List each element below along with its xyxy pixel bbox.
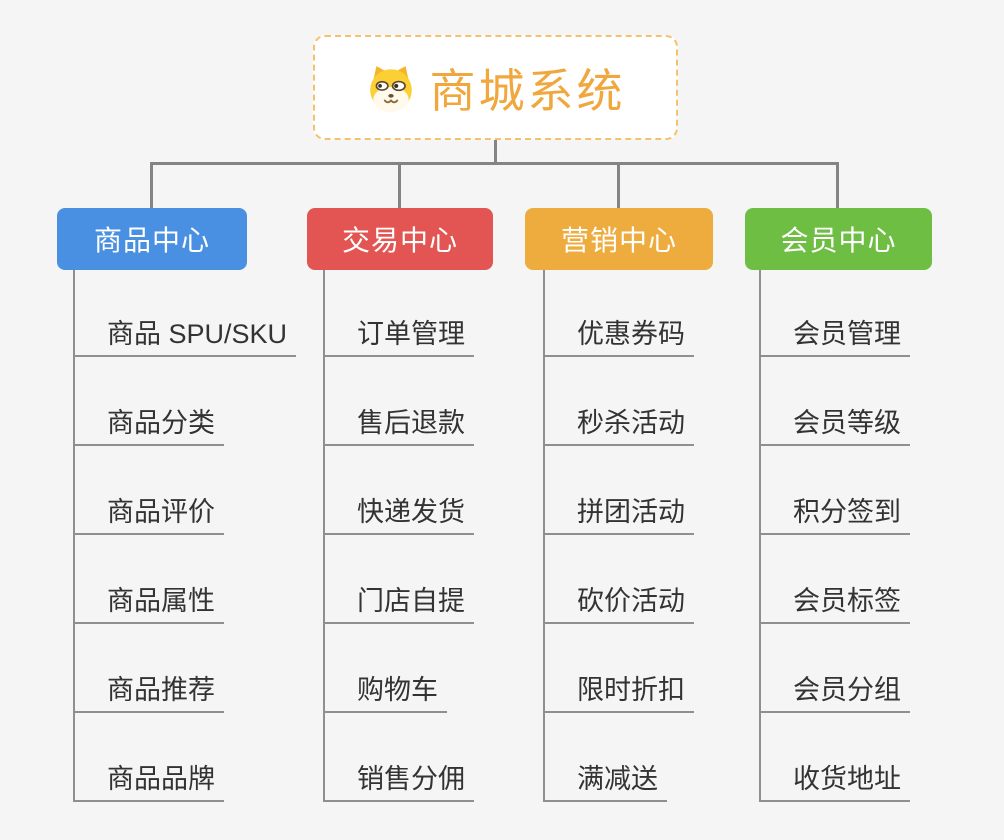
connector-drop-member <box>836 163 839 208</box>
root-title: 商城系统 <box>429 64 626 117</box>
doge-icon <box>366 63 416 113</box>
mindmap-leaf[interactable]: 商品推荐 <box>73 673 224 713</box>
mindmap-leaf[interactable]: 积分签到 <box>759 495 910 535</box>
mindmap-leaf[interactable]: 商品分类 <box>73 406 224 446</box>
mindmap-leaf[interactable]: 售后退款 <box>323 406 474 446</box>
connector-bus <box>150 162 839 165</box>
branch-label: 会员中心 <box>780 225 897 256</box>
mindmap-leaf[interactable]: 商品品牌 <box>73 762 224 802</box>
mindmap-leaf[interactable]: 秒杀活动 <box>543 406 694 446</box>
branch-label: 商品中心 <box>93 225 210 256</box>
branch-trade-center[interactable]: 交易中心 <box>307 208 493 270</box>
connector-drop-trade <box>398 163 401 208</box>
mindmap-leaf[interactable]: 收货地址 <box>759 762 910 802</box>
mindmap-leaf[interactable]: 门店自提 <box>323 584 474 624</box>
mindmap-leaf[interactable]: 会员标签 <box>759 584 910 624</box>
branch-trunk-member <box>759 270 761 802</box>
branch-label: 交易中心 <box>341 225 458 256</box>
branch-trunk-trade <box>323 270 325 802</box>
mindmap-leaf[interactable]: 商品评价 <box>73 495 224 535</box>
mindmap-leaf[interactable]: 限时折扣 <box>543 673 694 713</box>
mindmap-leaf[interactable]: 商品 SPU/SKU <box>73 317 297 357</box>
branch-marketing-center[interactable]: 营销中心 <box>525 208 713 270</box>
branch-trunk-product <box>73 270 75 802</box>
mindmap-leaf[interactable]: 会员分组 <box>759 673 910 713</box>
mindmap-leaf[interactable]: 砍价活动 <box>543 584 694 624</box>
connector-drop-marketing <box>617 163 620 208</box>
mindmap-leaf[interactable]: 拼团活动 <box>543 495 694 535</box>
root-node[interactable]: 商城系统 <box>313 35 678 140</box>
mindmap-leaf[interactable]: 会员管理 <box>759 317 910 357</box>
mindmap-leaf[interactable]: 订单管理 <box>323 317 474 357</box>
branch-label: 营销中心 <box>560 225 677 256</box>
branch-product-center[interactable]: 商品中心 <box>57 208 247 270</box>
branch-member-center[interactable]: 会员中心 <box>745 208 932 270</box>
mindmap-leaf[interactable]: 购物车 <box>323 673 447 713</box>
mindmap-leaf[interactable]: 优惠券码 <box>543 317 694 357</box>
connector-drop-product <box>150 163 153 208</box>
mindmap-leaf[interactable]: 商品属性 <box>73 584 224 624</box>
mindmap-leaf[interactable]: 销售分佣 <box>323 762 474 802</box>
mindmap-leaf[interactable]: 快递发货 <box>323 495 474 535</box>
mindmap-leaf[interactable]: 满减送 <box>543 762 667 802</box>
branch-trunk-marketing <box>543 270 545 802</box>
mindmap-leaf[interactable]: 会员等级 <box>759 406 910 446</box>
connector-root-stem <box>494 140 497 164</box>
